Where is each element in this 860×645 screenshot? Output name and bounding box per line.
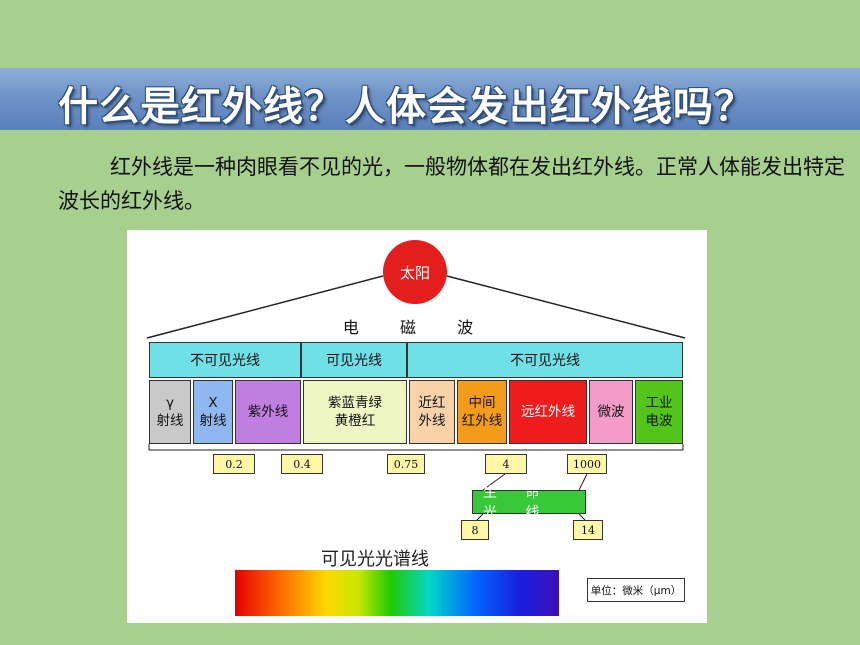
cell-microwave: 微波 xyxy=(589,380,633,444)
visible-spectrum-bar xyxy=(235,570,559,616)
band-invisible-right: 不可见光线 xyxy=(407,342,683,378)
cell-mid-infrared: 中间红外线 xyxy=(457,380,507,444)
page-title: 什么是红外线？人体会发出红外线吗？ xyxy=(58,84,755,130)
cell-industrial-wave: 工业电波 xyxy=(635,380,683,444)
tick-0.4: 0.4 xyxy=(281,454,323,474)
cell-visible-colors: 紫蓝青绿黄橙红 xyxy=(303,380,407,444)
cell-near-infrared: 近红外线 xyxy=(409,380,455,444)
tick-0.2: 0.2 xyxy=(213,454,255,474)
band-invisible-left: 不可见光线 xyxy=(149,342,301,378)
tick-4: 4 xyxy=(485,454,527,474)
life-light-band: 生 命 光 线 xyxy=(472,485,586,521)
band-visible: 可见光线 xyxy=(301,342,407,378)
tick-0.75: 0.75 xyxy=(387,454,425,474)
tick-8: 8 xyxy=(461,520,489,540)
unit-label: 单位：微米（μm） xyxy=(587,578,685,602)
diagram-lines xyxy=(146,275,686,521)
sun-circle: 太阳 xyxy=(383,240,447,304)
intro-paragraph: 红外线是一种肉眼看不见的光，一般物体都在发出红外线。正常人体能发出特定波长的红外… xyxy=(58,155,845,213)
tick-14: 14 xyxy=(573,520,603,540)
cell-far-infrared: 远红外线 xyxy=(509,380,587,444)
spectrum-title: 可见光光谱线 xyxy=(321,549,429,570)
cell-ultraviolet: 紫外线 xyxy=(235,380,301,444)
title-banner: 什么是红外线？人体会发出红外线吗？ xyxy=(0,68,860,130)
tick-1000: 1000 xyxy=(567,454,607,474)
em-wave-label: 电 磁 波 xyxy=(342,318,492,337)
